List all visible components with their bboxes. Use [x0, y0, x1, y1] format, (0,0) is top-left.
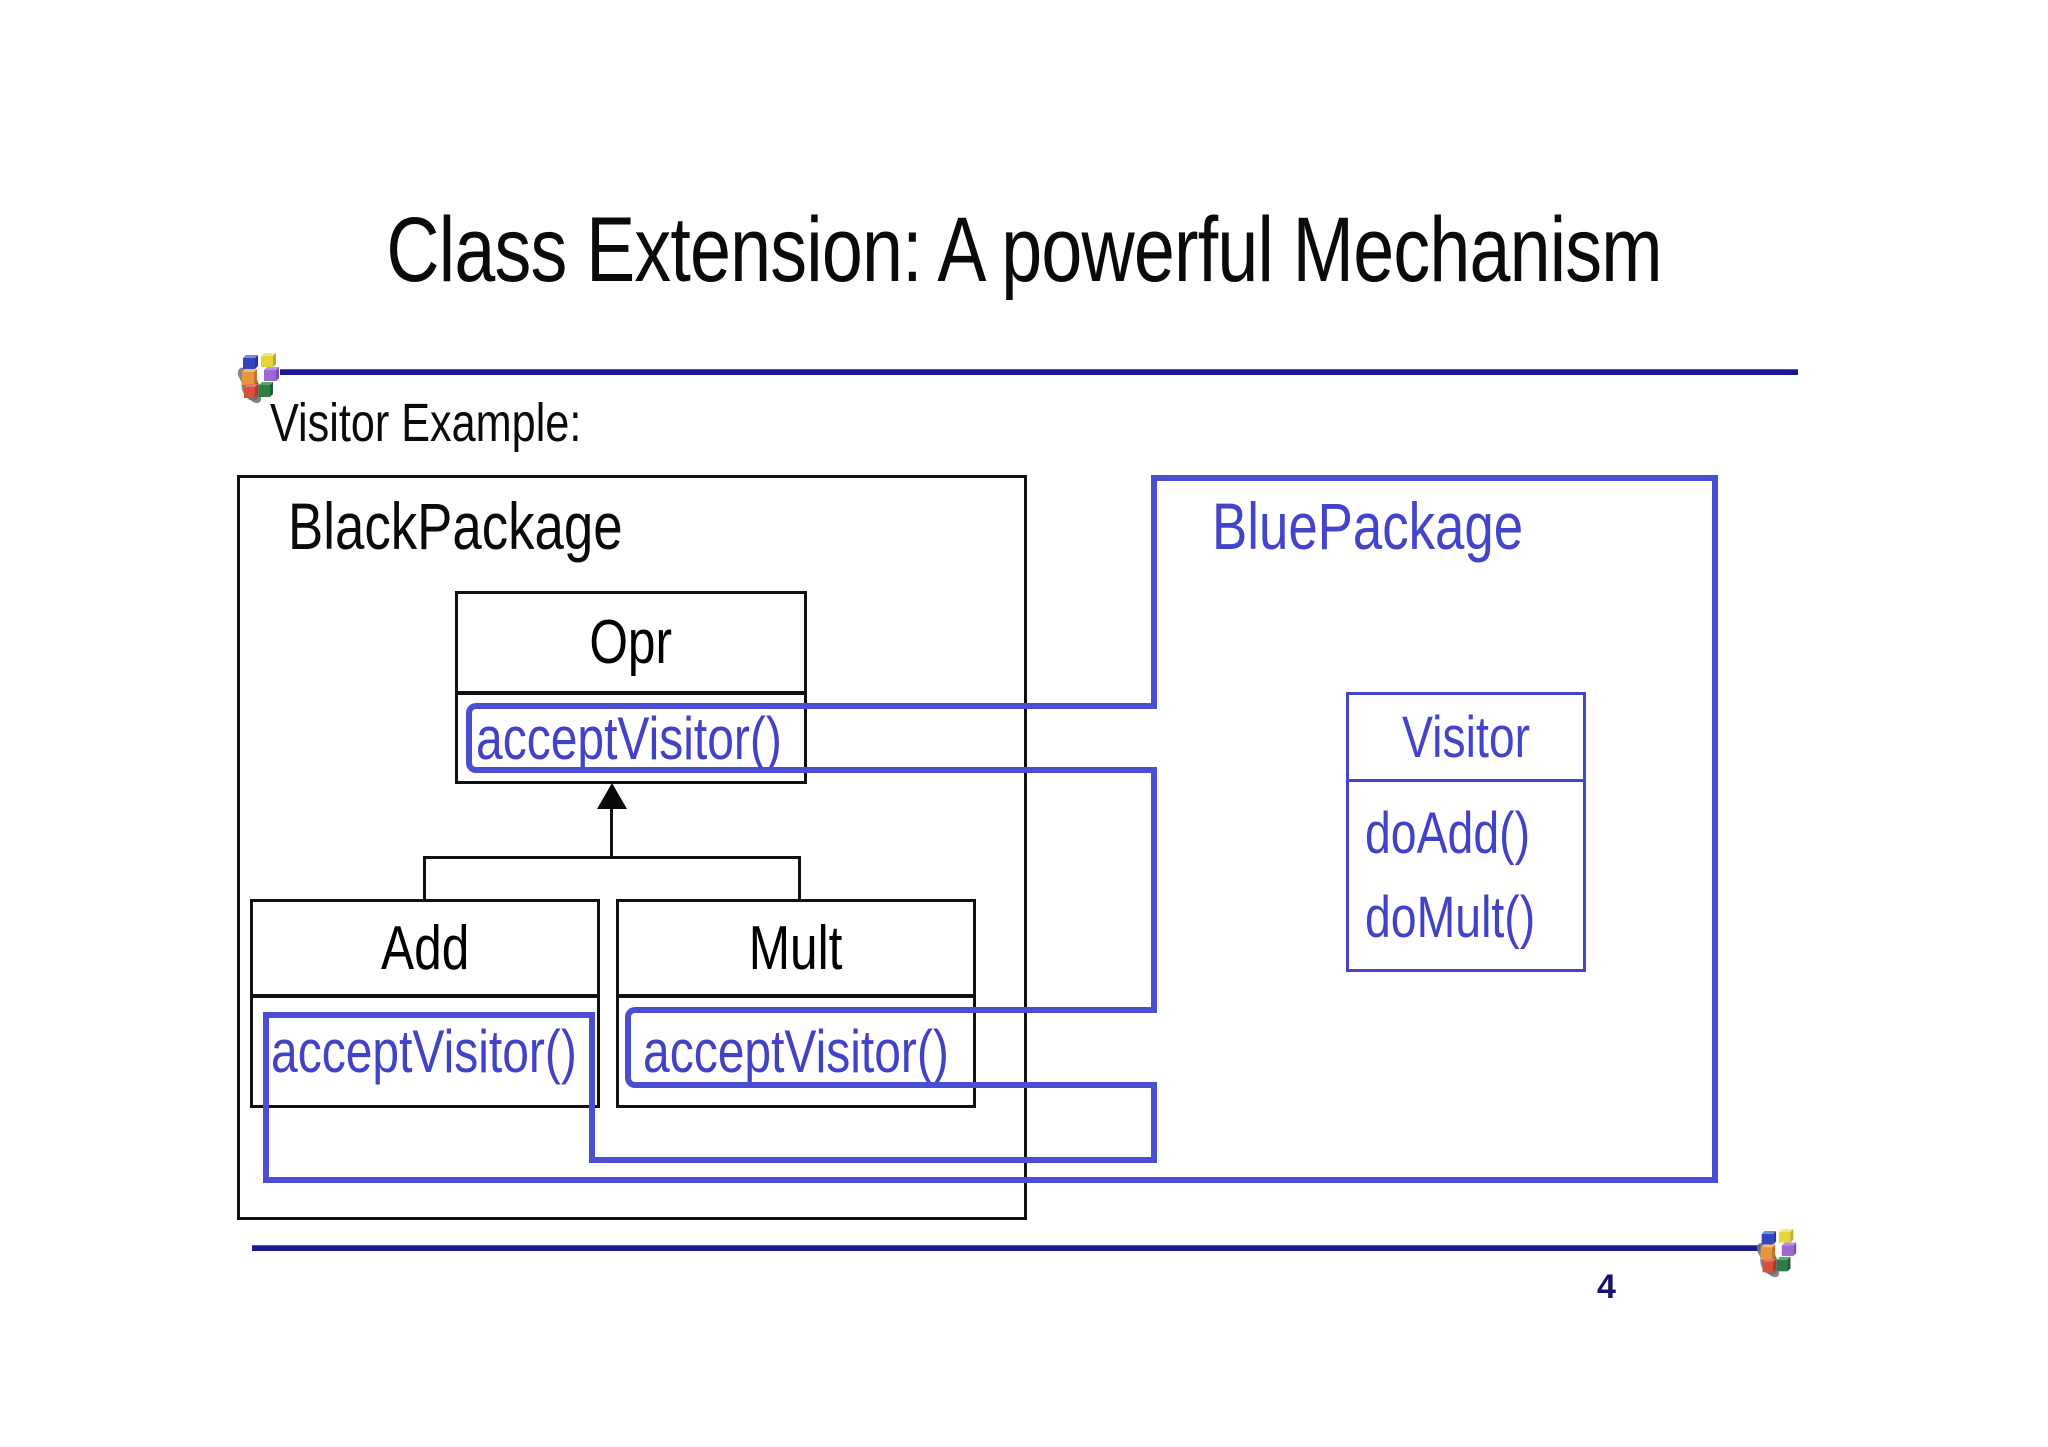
blue-package-right-border	[1712, 475, 1718, 1183]
class-mult-method-text: acceptVisitor()	[643, 1018, 949, 1085]
callout-mult-acceptvisitor	[625, 1007, 1157, 1088]
class-opr-name: Opr	[458, 594, 804, 695]
inheritance-drop-mult-line	[798, 856, 801, 902]
subtitle: Visitor Example:	[270, 392, 659, 454]
blue-package-label: BluePackage	[1212, 488, 1601, 564]
black-package-frame	[237, 475, 1027, 1220]
inheritance-arrowhead-icon	[597, 783, 627, 809]
slide-title-text: Class Extension: A powerful Mechanism	[386, 199, 1662, 301]
class-box-opr: Opr acceptVisitor()	[455, 591, 807, 784]
class-box-mult: Mult acceptVisitor()	[616, 899, 976, 1108]
inheritance-drop-add-line	[423, 856, 426, 902]
class-visitor-method-domult: doMult()	[1365, 885, 1536, 951]
callout-add-top-edge	[263, 1012, 595, 1018]
weave-vertical-1	[1151, 767, 1157, 1013]
class-add-method: acceptVisitor()	[253, 998, 597, 1105]
blue-package-top-border	[1151, 475, 1718, 481]
weave-return-line	[589, 1157, 1157, 1163]
inheritance-riser-line	[610, 806, 613, 859]
weave-vertical-2	[1151, 1082, 1157, 1163]
blue-package-label-text: BluePackage	[1212, 489, 1524, 563]
class-visitor-name-text: Visitor	[1401, 704, 1531, 770]
cubes-logo-icon	[1756, 1229, 1797, 1278]
page-number: 4	[1597, 1268, 1616, 1306]
class-add-name: Add	[253, 902, 597, 998]
class-visitor-method-doadd: doAdd()	[1365, 800, 1531, 866]
callout-add-left-edge	[263, 1012, 269, 1183]
class-box-visitor: Visitor doAdd() doMult()	[1346, 692, 1586, 972]
top-divider-rule	[280, 369, 1798, 375]
class-add-method-text: acceptVisitor()	[271, 1018, 577, 1085]
class-mult-name-text: Mult	[749, 913, 843, 983]
class-opr-name-text: Opr	[589, 608, 673, 677]
weave-bottom-line	[263, 1177, 1718, 1183]
callout-add-right-edge	[589, 1013, 595, 1163]
class-mult-method: acceptVisitor()	[619, 998, 973, 1105]
subtitle-text: Visitor Example:	[270, 393, 582, 453]
black-package-label-text: BlackPackage	[288, 489, 623, 563]
bottom-divider-rule	[252, 1245, 1766, 1251]
class-opr-method-text: acceptVisitor()	[476, 704, 782, 772]
class-add-name-text: Add	[380, 913, 470, 983]
class-mult-name: Mult	[619, 902, 973, 998]
blue-package-left-border-upper	[1151, 475, 1157, 707]
class-opr-method: acceptVisitor()	[458, 695, 804, 781]
cubes-logo-icon	[237, 353, 279, 404]
class-visitor-methods: doAdd() doMult()	[1349, 782, 1583, 969]
black-package-label: BlackPackage	[288, 488, 706, 564]
slide-title: Class Extension: A powerful Mechanism	[0, 198, 2048, 303]
class-box-add: Add acceptVisitor()	[250, 899, 600, 1108]
callout-opr-acceptvisitor	[466, 703, 1157, 773]
class-visitor-name: Visitor	[1349, 695, 1583, 782]
inheritance-crossbar-line	[423, 856, 801, 859]
